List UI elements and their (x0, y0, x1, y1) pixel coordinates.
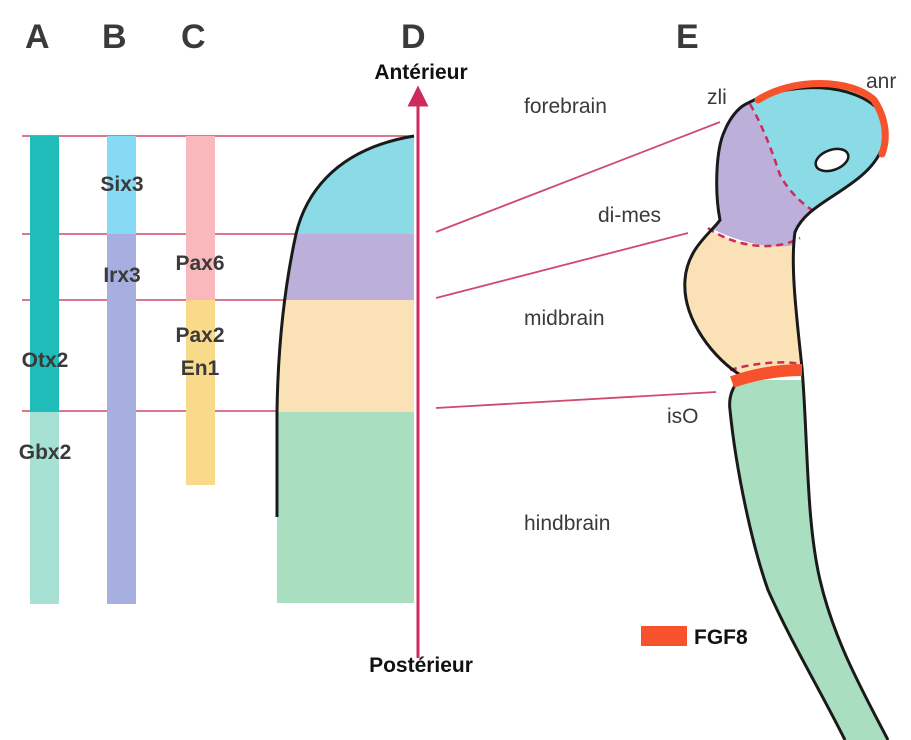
pax2-label: Pax2 (175, 324, 224, 347)
connector-dimes-midbrain (436, 233, 688, 298)
brain-hindbrain-fill (660, 380, 910, 740)
midbrain-region (278, 300, 414, 412)
hindbrain-label: hindbrain (524, 512, 610, 535)
dimes-region (284, 234, 414, 300)
dimes-label: di-mes (598, 204, 661, 227)
panel-label-a: A (25, 18, 50, 56)
zli-label: zli (707, 86, 727, 109)
connector-zli (436, 122, 720, 232)
fgf8-legend-label: FGF8 (694, 626, 748, 649)
panel-label-c: C (181, 18, 206, 56)
irx3-expression-bar (107, 234, 136, 604)
fgf8-legend-swatch (641, 626, 687, 646)
gbx2-label: Gbx2 (19, 441, 72, 464)
hindbrain-region (277, 412, 414, 603)
pax6-expression-bar (186, 136, 215, 300)
panel-label-e: E (676, 18, 699, 56)
panel-label-d: D (401, 18, 426, 56)
panel-label-b: B (102, 18, 127, 56)
pax6-label: Pax6 (175, 252, 224, 275)
anr-label: anr (866, 70, 896, 93)
neural-tube-regions (277, 136, 414, 603)
connector-lines (436, 122, 720, 408)
en1-label: En1 (181, 357, 220, 380)
otx2-label: Otx2 (22, 349, 69, 372)
iso-label: isO (667, 405, 699, 428)
anterior-label: Antérieur (374, 61, 467, 84)
forebrain-region (296, 136, 414, 234)
irx3-label: Irx3 (103, 264, 140, 287)
posterior-label: Postérieur (369, 654, 473, 677)
forebrain-label: forebrain (524, 95, 607, 118)
six3-label: Six3 (100, 173, 143, 196)
midbrain-label: midbrain (524, 307, 605, 330)
